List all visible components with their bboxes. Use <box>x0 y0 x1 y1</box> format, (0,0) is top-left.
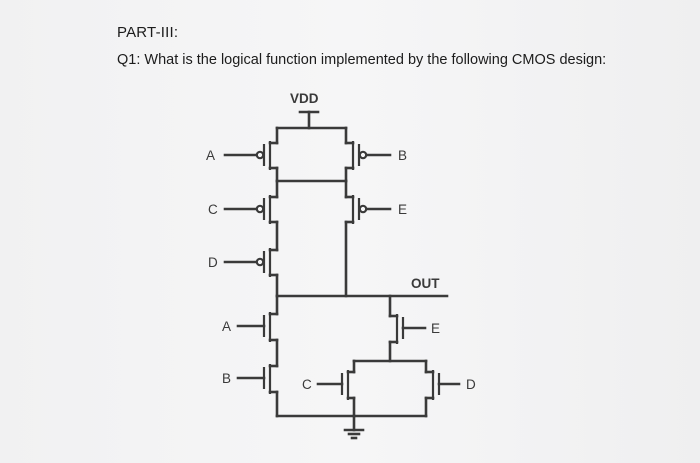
nmos-e-label: E <box>431 321 440 336</box>
nmos-d-label: D <box>466 377 476 392</box>
nmos-c-transistor <box>316 359 356 400</box>
pmos-a-label: A <box>206 148 215 163</box>
pmos-b-label: B <box>398 148 407 163</box>
pmos-d-transistor <box>223 248 279 277</box>
nmos-e-transistor <box>388 314 427 344</box>
pmos-b-transistor <box>344 126 392 170</box>
pmos-d-label: D <box>208 255 218 270</box>
nmos-d-transistor <box>424 359 461 400</box>
output-label: OUT <box>411 276 440 291</box>
pmos-c-label: C <box>208 202 218 217</box>
nmos-c-label: C <box>302 377 312 392</box>
pmos-e-transistor <box>344 179 392 224</box>
section-heading: PART-III: <box>117 24 179 41</box>
nmos-b-transistor <box>236 364 279 394</box>
pmos-a-transistor <box>223 126 279 170</box>
nmos-a-transistor <box>236 312 279 342</box>
nmos-a-label: A <box>222 319 231 334</box>
ground-icon <box>343 414 365 440</box>
pmos-e-label: E <box>398 202 407 217</box>
nmos-b-label: B <box>222 371 231 386</box>
question-text: Q1: What is the logical function impleme… <box>117 52 607 68</box>
pmos-c-transistor <box>223 179 279 224</box>
vdd-label: VDD <box>290 91 319 106</box>
